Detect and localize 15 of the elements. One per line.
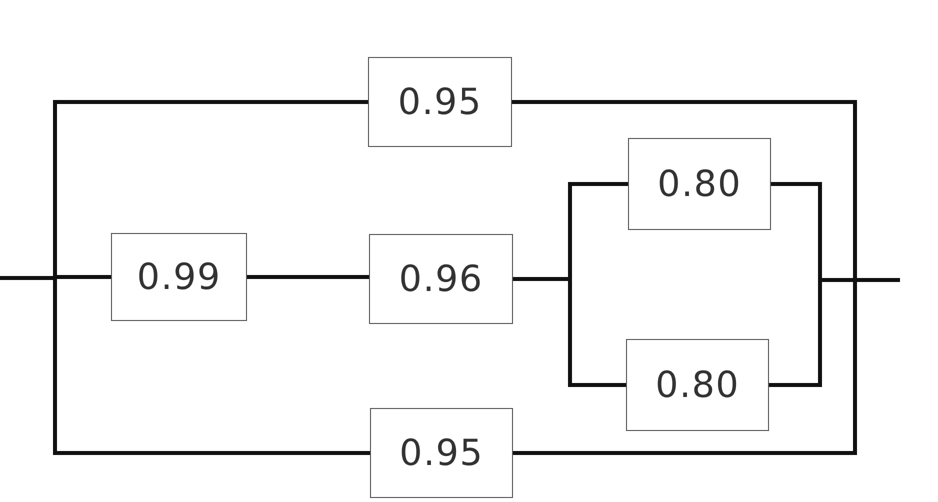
reliability-block xyxy=(626,339,769,431)
reliability-value: 0.99 xyxy=(136,256,222,298)
reliability-block xyxy=(369,234,513,324)
reliability-block xyxy=(111,233,247,321)
reliability-value: 0.96 xyxy=(398,258,484,300)
reliability-value: 0.80 xyxy=(657,164,742,204)
reliability-block xyxy=(368,57,512,147)
reliability-value: 0.80 xyxy=(655,364,740,406)
connector-line xyxy=(247,275,369,279)
reliability-block xyxy=(628,138,771,230)
reliability-value: 0.95 xyxy=(399,432,484,474)
reliability-block xyxy=(370,408,513,498)
connector-line xyxy=(0,276,370,455)
reliability-value: 0.95 xyxy=(398,82,482,122)
connector-line xyxy=(513,278,900,455)
